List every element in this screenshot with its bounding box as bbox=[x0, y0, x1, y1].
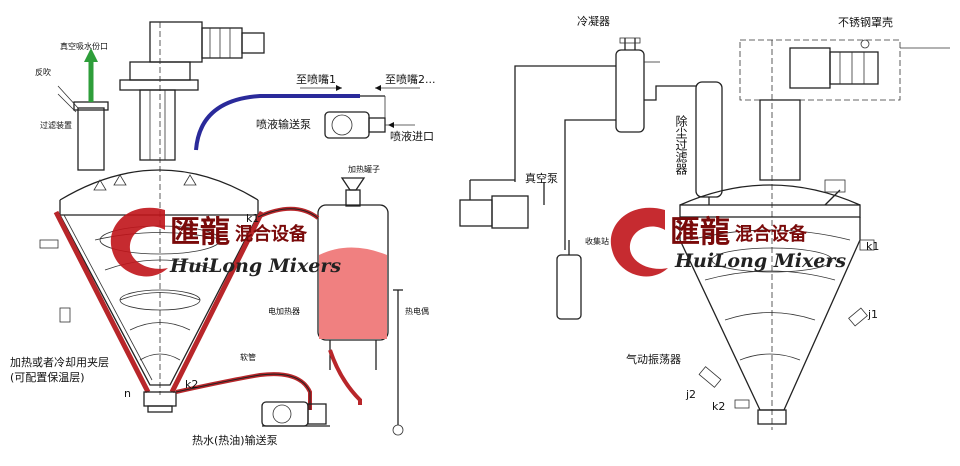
tank-fill bbox=[319, 247, 387, 339]
vacuum-pump bbox=[459, 179, 529, 229]
label-condenser: 冷凝器 bbox=[577, 14, 610, 28]
label-thermometer: 热电偶 bbox=[405, 306, 429, 316]
label-vacuum-pump: 真空泵 bbox=[525, 171, 558, 185]
left-hot-water-tank bbox=[317, 177, 404, 436]
condenser bbox=[615, 37, 660, 133]
left-diagram: 真空吸水份口 反吹 过滤装置 至喷嘴1 至喷嘴2... 喷液输送泵 喷液进口 加… bbox=[10, 21, 436, 447]
label-dust-filter: 除尘过滤器 bbox=[674, 114, 688, 176]
label-spray-pump: 喷液输送泵 bbox=[256, 117, 311, 131]
label-k1-right: k1 bbox=[866, 240, 879, 253]
label-jacket-note: (可配置保温层) bbox=[10, 370, 85, 384]
hot-water-pump bbox=[261, 401, 330, 427]
label-ss-cover: 不锈钢罩壳 bbox=[838, 15, 893, 29]
watermark-en: HuiLong Mixers bbox=[674, 250, 846, 272]
watermark-cn-1: 匯龍 bbox=[170, 215, 230, 250]
label-electric-heater: 电加热器 bbox=[268, 306, 300, 316]
label-j1: j1 bbox=[867, 308, 878, 321]
label-air-vibrator: 气动振荡器 bbox=[626, 352, 681, 366]
dragon-logo-icon bbox=[610, 207, 668, 277]
left-motor bbox=[119, 21, 265, 395]
label-k2-right: k2 bbox=[712, 400, 725, 413]
watermark-cn-1: 匯龍 bbox=[670, 215, 730, 250]
dust-filter bbox=[695, 81, 723, 205]
watermark-cn-2: 混合设备 bbox=[235, 223, 308, 245]
label-k2-left: k2 bbox=[185, 378, 198, 391]
watermark-cn-2: 混合设备 bbox=[735, 223, 808, 245]
label-hot-water-tank: 加热罐子 bbox=[348, 164, 380, 174]
left-filter bbox=[57, 48, 109, 171]
label-j2: j2 bbox=[685, 388, 696, 401]
label-vacuum-port: 真空吸水份口 bbox=[60, 41, 108, 51]
right-motor bbox=[739, 39, 950, 430]
label-k1-left: k1 bbox=[246, 212, 259, 225]
label-hose: 软管 bbox=[240, 352, 256, 362]
label-to-nozzle-1: 至喷嘴1 bbox=[296, 73, 336, 86]
label-to-nozzle-2: 至喷嘴2... bbox=[385, 73, 436, 86]
collector bbox=[556, 240, 582, 320]
label-n-left: n bbox=[124, 387, 131, 400]
watermark-en: HuiLong Mixers bbox=[169, 255, 341, 277]
label-jacket: 加热或者冷却用夹层 bbox=[10, 356, 109, 369]
spray-line bbox=[194, 94, 360, 151]
label-spray-inlet: 喷液进口 bbox=[390, 129, 434, 143]
heating-jacket bbox=[53, 210, 265, 394]
watermark-right: 匯龍 混合设备 HuiLong Mixers bbox=[610, 207, 846, 277]
label-hot-water-pump: 热水(热油)输送泵 bbox=[192, 433, 278, 447]
label-collector: 收集站 bbox=[585, 236, 609, 246]
dragon-logo-icon bbox=[110, 207, 168, 277]
label-filter-unit: 过滤装置 bbox=[40, 120, 72, 130]
watermark-left: 匯龍 混合设备 HuiLong Mixers bbox=[110, 207, 341, 277]
label-backflush: 反吹 bbox=[35, 67, 51, 77]
left-spray-system bbox=[194, 85, 420, 151]
right-diagram: 冷凝器 不锈钢罩壳 除尘过滤器 真空泵 收集站 气动振荡器 j1 j2 k1 k… bbox=[459, 14, 950, 430]
